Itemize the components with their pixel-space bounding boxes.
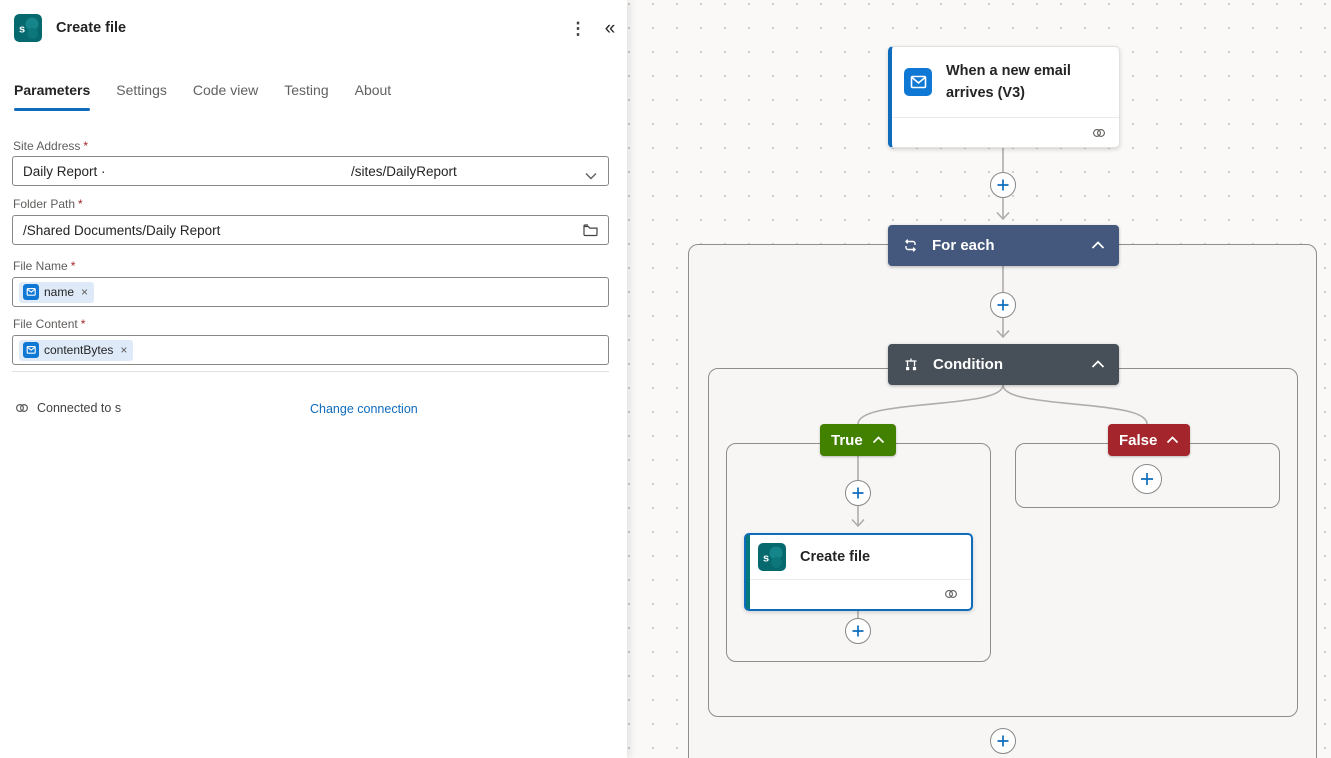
tab-code-view[interactable]: Code view: [192, 82, 259, 98]
required-mark: *: [70, 259, 76, 273]
required-mark: *: [78, 197, 83, 211]
insert-step-plus-button[interactable]: [990, 172, 1016, 198]
false-branch-badge[interactable]: False: [1108, 424, 1191, 456]
site-address-value: Daily Report ·: [23, 163, 106, 179]
dynamic-token-name[interactable]: name ×: [19, 281, 95, 303]
required-mark: *: [80, 317, 86, 331]
card-divider: [892, 117, 1119, 118]
trigger-card-header: When a new email arrives (V3): [892, 47, 1119, 117]
dynamic-token-contentbytes[interactable]: contentBytes ×: [19, 339, 134, 361]
condition-branch-icon: [902, 356, 920, 373]
folder-path-value: /Shared Documents/Daily Report: [23, 222, 221, 238]
action-parameters-panel: s Create file ⋮ « Parameters Settings Co…: [0, 0, 627, 758]
action-card-create-file[interactable]: s Create file: [744, 533, 973, 611]
trigger-title: When a new email arrives (V3): [946, 62, 1071, 101]
outlook-icon: [23, 284, 39, 300]
condition-label: Condition: [933, 356, 1003, 373]
connection-reference-icon: [1093, 129, 1105, 137]
action-card-header: s Create file: [746, 535, 971, 579]
site-address-path: /sites/DailyReport: [351, 163, 457, 179]
tab-testing[interactable]: Testing: [284, 82, 329, 98]
card-divider: [746, 579, 971, 580]
token-dismiss-icon[interactable]: ×: [81, 285, 89, 299]
tab-parameters[interactable]: Parameters: [14, 82, 91, 111]
token-dismiss-icon[interactable]: ×: [120, 343, 128, 357]
required-mark: *: [83, 139, 89, 153]
panel-divider: [12, 371, 609, 372]
collapse-chevron-up-icon[interactable]: [1166, 432, 1179, 449]
flow-canvas[interactable]: When a new email arrives (V3): [627, 0, 1331, 758]
change-connection-link[interactable]: Change connection: [310, 402, 418, 416]
foreach-label: For each: [932, 237, 995, 254]
panel-tabs: Parameters Settings Code view Testing Ab…: [14, 82, 391, 111]
file-name-input[interactable]: name ×: [12, 277, 609, 307]
foreach-node[interactable]: For each: [888, 225, 1119, 266]
collapse-chevron-up-icon[interactable]: [872, 432, 885, 449]
folder-path-label: Folder Path*: [13, 197, 83, 211]
outlook-icon: [23, 342, 39, 358]
trigger-card-when-new-email-arrives[interactable]: When a new email arrives (V3): [888, 46, 1120, 148]
add-action-plus-button[interactable]: [1132, 464, 1162, 494]
insert-step-plus-button[interactable]: [990, 292, 1016, 318]
collapse-chevron-up-icon[interactable]: [1091, 241, 1105, 250]
folder-picker-icon[interactable]: [582, 222, 599, 241]
tab-about[interactable]: About: [354, 82, 392, 98]
site-address-label: Site Address*: [13, 139, 89, 153]
more-menu-icon[interactable]: ⋮: [564, 16, 592, 42]
true-branch-badge[interactable]: True: [820, 424, 896, 456]
insert-step-plus-button[interactable]: [990, 728, 1016, 754]
connection-status: Connected to s: [14, 400, 121, 416]
collapse-chevron-up-icon[interactable]: [1091, 360, 1105, 369]
true-label: True: [831, 431, 863, 449]
action-title: Create file: [800, 548, 871, 565]
insert-step-plus-button[interactable]: [845, 618, 871, 644]
svg-text:s: s: [763, 553, 769, 565]
chevron-down-icon[interactable]: [585, 168, 597, 183]
panel-title: Create file: [56, 20, 127, 36]
insert-step-plus-button[interactable]: [845, 480, 871, 506]
file-content-input[interactable]: contentBytes ×: [12, 335, 609, 365]
connection-reference-icon: [945, 590, 957, 598]
outlook-icon: [904, 68, 932, 96]
svg-text:s: s: [19, 24, 25, 36]
connection-icon: [15, 403, 29, 413]
folder-path-input[interactable]: /Shared Documents/Daily Report: [12, 215, 609, 245]
file-name-label: File Name*: [13, 259, 76, 273]
file-content-label: File Content*: [13, 317, 86, 331]
foreach-loop-icon: [902, 237, 919, 254]
site-address-select[interactable]: Daily Report · /sites/DailyReport: [12, 156, 609, 186]
sharepoint-icon: s: [758, 543, 786, 571]
sharepoint-icon: s: [14, 14, 42, 42]
collapse-panel-icon[interactable]: «: [596, 16, 624, 42]
tab-settings[interactable]: Settings: [116, 82, 167, 98]
condition-node[interactable]: Condition: [888, 344, 1119, 385]
false-label: False: [1119, 431, 1158, 449]
connection-status-text: Connected to s: [37, 401, 122, 415]
